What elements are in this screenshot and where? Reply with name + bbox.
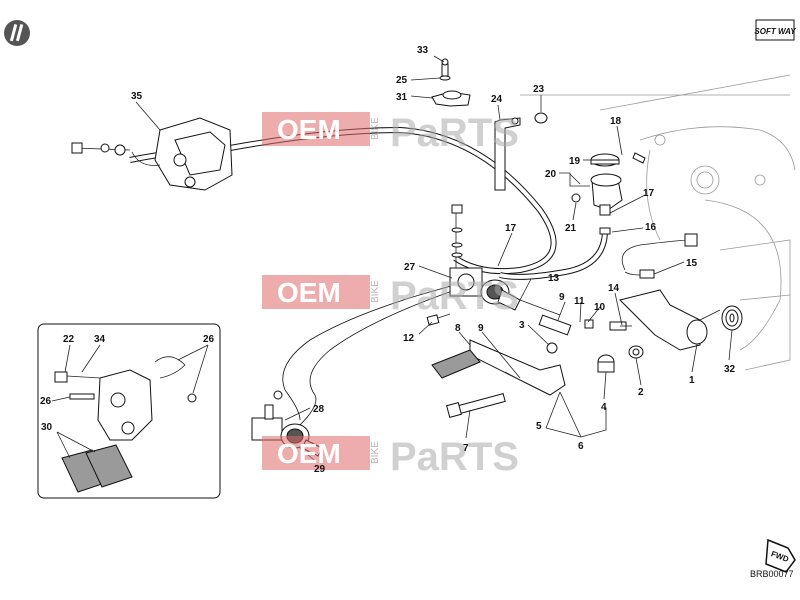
callout-17: 17 [505, 223, 517, 234]
callout-12: 12 [403, 333, 415, 344]
watermark-brand-b: BIKE [370, 117, 381, 140]
callout-5: 5 [536, 421, 542, 432]
pedal-adjuster [446, 393, 506, 418]
callout-11: 11 [574, 296, 585, 307]
callout-6: 6 [578, 441, 584, 452]
callout-7: 7 [463, 443, 469, 454]
mounting-bracket [494, 112, 548, 191]
callout-15: 15 [686, 258, 698, 269]
callout-8: 8 [455, 323, 461, 334]
callout-31: 31 [396, 92, 408, 103]
logo-text: SOFT WAY [754, 27, 796, 36]
pedal-bracket [619, 289, 721, 351]
callout-27: 27 [404, 262, 416, 273]
callout-21: 21 [565, 223, 577, 234]
brake-pedal [431, 339, 566, 396]
callout-34: 34 [94, 334, 106, 345]
callout-30: 30 [41, 422, 53, 433]
brake-hose-lower [282, 284, 456, 426]
callout-labels: 35 33 25 31 24 23 18 19 20 17 21 16 15 1… [40, 45, 736, 475]
watermark-brand-a: OEM [277, 438, 341, 469]
section-marker-icon [4, 20, 30, 46]
bolts [426, 313, 632, 331]
callout-26: 26 [40, 396, 52, 407]
callout-23: 23 [533, 84, 545, 95]
callout-20: 20 [545, 169, 557, 180]
watermark-brand-b: BIKE [370, 441, 381, 464]
watermark-brand-c: PaRTS [390, 435, 519, 479]
watermark-brand-c: PaRTS [390, 111, 519, 155]
callout-32: 32 [724, 364, 736, 375]
callout-14: 14 [608, 283, 620, 294]
bushings [597, 345, 644, 373]
callout-26: 26 [203, 334, 215, 345]
callout-35: 35 [131, 91, 143, 102]
callout-13: 13 [548, 273, 560, 284]
watermark-brand-b: BIKE [370, 280, 381, 303]
callout-10: 10 [594, 302, 606, 313]
callout-1: 1 [689, 375, 695, 386]
diagram-code: BRB00077 [750, 569, 794, 579]
callout-9: 9 [559, 292, 565, 303]
callout-9: 9 [478, 323, 484, 334]
watermark-brand-a: OEM [277, 114, 341, 145]
callout-22: 22 [63, 334, 75, 345]
brake-light-switch [621, 233, 698, 279]
master-cylinder [449, 204, 521, 311]
fwd-arrow-icon: FWD [765, 538, 796, 573]
watermark: OEM BIKE PaRTS OEM BIKE PaRTS OEM BIKE P… [262, 111, 519, 479]
pushrod [519, 299, 572, 354]
softway-logo: SOFT WAY [754, 19, 796, 41]
hose-clamp [431, 58, 471, 107]
engine-case-outline [520, 74, 796, 371]
callout-16: 16 [645, 222, 657, 233]
callout-2: 2 [638, 387, 644, 398]
callout-17: 17 [643, 188, 655, 199]
reservoir-hose [499, 227, 611, 280]
watermark-brand-c: PaRTS [390, 274, 519, 318]
callout-19: 19 [569, 156, 581, 167]
callout-18: 18 [610, 116, 622, 127]
return-spring [721, 305, 743, 331]
callout-4: 4 [601, 402, 607, 413]
callout-24: 24 [491, 94, 503, 105]
callout-29: 29 [314, 464, 326, 475]
inset-box [37, 323, 221, 499]
callout-25: 25 [396, 75, 408, 86]
rear-caliper [71, 117, 233, 191]
leader-lines [51, 55, 733, 461]
watermark-brand-a: OEM [277, 277, 341, 308]
callout-28: 28 [313, 404, 325, 415]
callout-3: 3 [519, 320, 525, 331]
fluid-reservoir [571, 152, 646, 216]
callout-33: 33 [417, 45, 429, 56]
